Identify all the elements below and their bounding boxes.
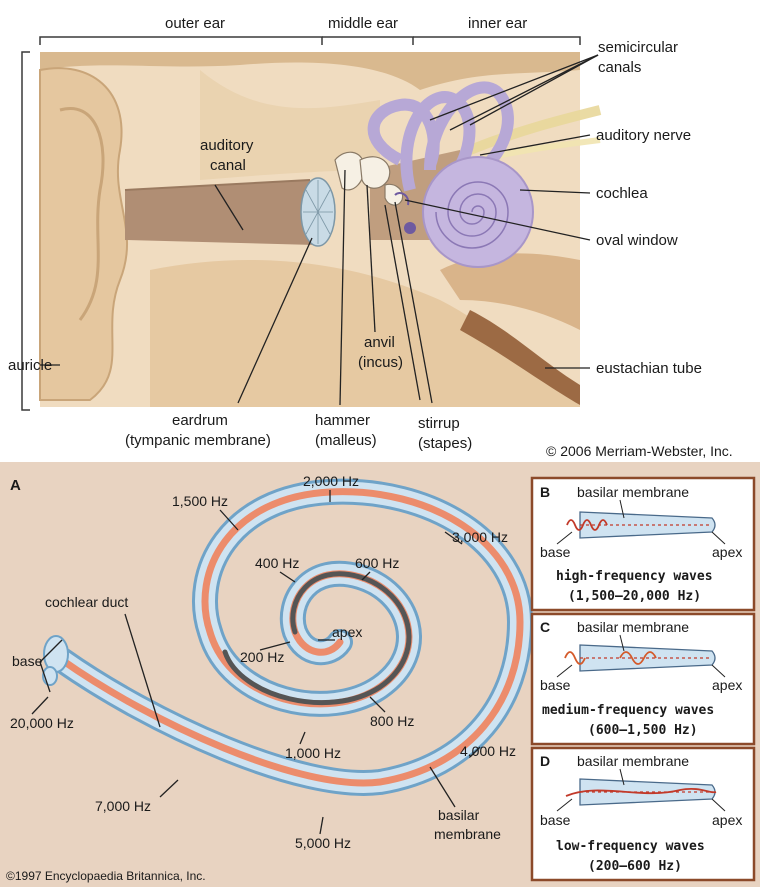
panel-c-apex: apex (712, 677, 742, 693)
panel-b-base: base (540, 544, 571, 560)
freq-800: 800 Hz (370, 713, 414, 729)
label-oval-window: oval window (596, 232, 678, 249)
copyright-merriam-webster: © 2006 Merriam-Webster, Inc. (546, 443, 733, 459)
freq-400: 400 Hz (255, 555, 299, 571)
panel-b-title: high-frequency waves (556, 569, 713, 584)
freq-200: 200 Hz (240, 649, 284, 665)
label-stirrup-line1: stirrup (418, 415, 460, 432)
panel-b-letter: B (540, 484, 550, 500)
label-middle-ear: middle ear (328, 15, 398, 32)
label-anvil-line1: anvil (364, 334, 395, 351)
panel-c-membrane: basilar membrane (577, 619, 689, 635)
panel-b: B basilar membrane base apex high-freque… (532, 478, 754, 610)
label-stirrup-line2: (stapes) (418, 435, 472, 452)
freq-3000: 3,000 Hz (452, 529, 508, 545)
label-eustachian-tube: eustachian tube (596, 360, 702, 377)
panel-c-range: (600–1,500 Hz) (588, 723, 698, 738)
panel-d-title: low-frequency waves (556, 839, 705, 854)
freq-600: 600 Hz (355, 555, 399, 571)
cochlea-diagram: A (0, 462, 760, 887)
panel-c-base: base (540, 677, 571, 693)
panel-b-range: (1,500–20,000 Hz) (568, 589, 701, 604)
label-inner-ear: inner ear (468, 15, 527, 32)
freq-5000: 5,000 Hz (295, 835, 351, 851)
panel-c-title: medium-frequency waves (542, 703, 714, 718)
freq-2000: 2,000 Hz (303, 473, 359, 489)
ear-anatomy-diagram: outer ear middle ear inner ear au (0, 0, 760, 462)
label-basilar-line2: membrane (434, 826, 501, 842)
label-auditory-nerve: auditory nerve (596, 127, 691, 144)
panel-d-range: (200–600 Hz) (588, 859, 682, 874)
panel-d-apex: apex (712, 812, 742, 828)
label-hammer-line2: (malleus) (315, 432, 377, 449)
panel-letter-a: A (10, 477, 21, 494)
panel-c-letter: C (540, 619, 550, 635)
panel-d-base: base (540, 812, 571, 828)
label-semicircular-line1: semicircular (598, 39, 678, 56)
label-base: base (12, 653, 43, 669)
ear-anatomy-svg: outer ear middle ear inner ear au (0, 0, 760, 462)
panel-b-membrane: basilar membrane (577, 484, 689, 500)
freq-1500: 1,500 Hz (172, 493, 228, 509)
cochlea-svg: A (0, 462, 760, 887)
panel-d-membrane: basilar membrane (577, 753, 689, 769)
copyright-britannica: ©1997 Encyclopaedia Britannica, Inc. (6, 869, 206, 883)
label-eardrum-line2: (tympanic membrane) (125, 432, 271, 449)
label-apex: apex (332, 624, 362, 640)
label-auditory-canal-line2: canal (210, 157, 246, 174)
label-cochlear-duct: cochlear duct (45, 594, 128, 610)
panel-b-apex: apex (712, 544, 742, 560)
freq-1000: 1,000 Hz (285, 745, 341, 761)
label-hammer-line1: hammer (315, 412, 370, 429)
freq-4000: 4,000 Hz (460, 743, 516, 759)
label-auricle: auricle (8, 357, 52, 374)
label-outer-ear: outer ear (165, 15, 225, 32)
freq-7000: 7,000 Hz (95, 798, 151, 814)
label-basilar-line1: basilar (438, 807, 480, 823)
panel-d-letter: D (540, 753, 550, 769)
label-anvil-line2: (incus) (358, 354, 403, 371)
label-cochlea: cochlea (596, 185, 648, 202)
panel-d: D basilar membrane base apex low-frequen… (532, 748, 754, 880)
panel-c: C basilar membrane base apex medium-freq… (532, 614, 754, 744)
label-auditory-canal-line1: auditory (200, 137, 254, 154)
ear-illustration (40, 52, 600, 407)
label-semicircular-line2: canals (598, 59, 641, 76)
label-eardrum-line1: eardrum (172, 412, 228, 429)
freq-20000: 20,000 Hz (10, 715, 74, 731)
